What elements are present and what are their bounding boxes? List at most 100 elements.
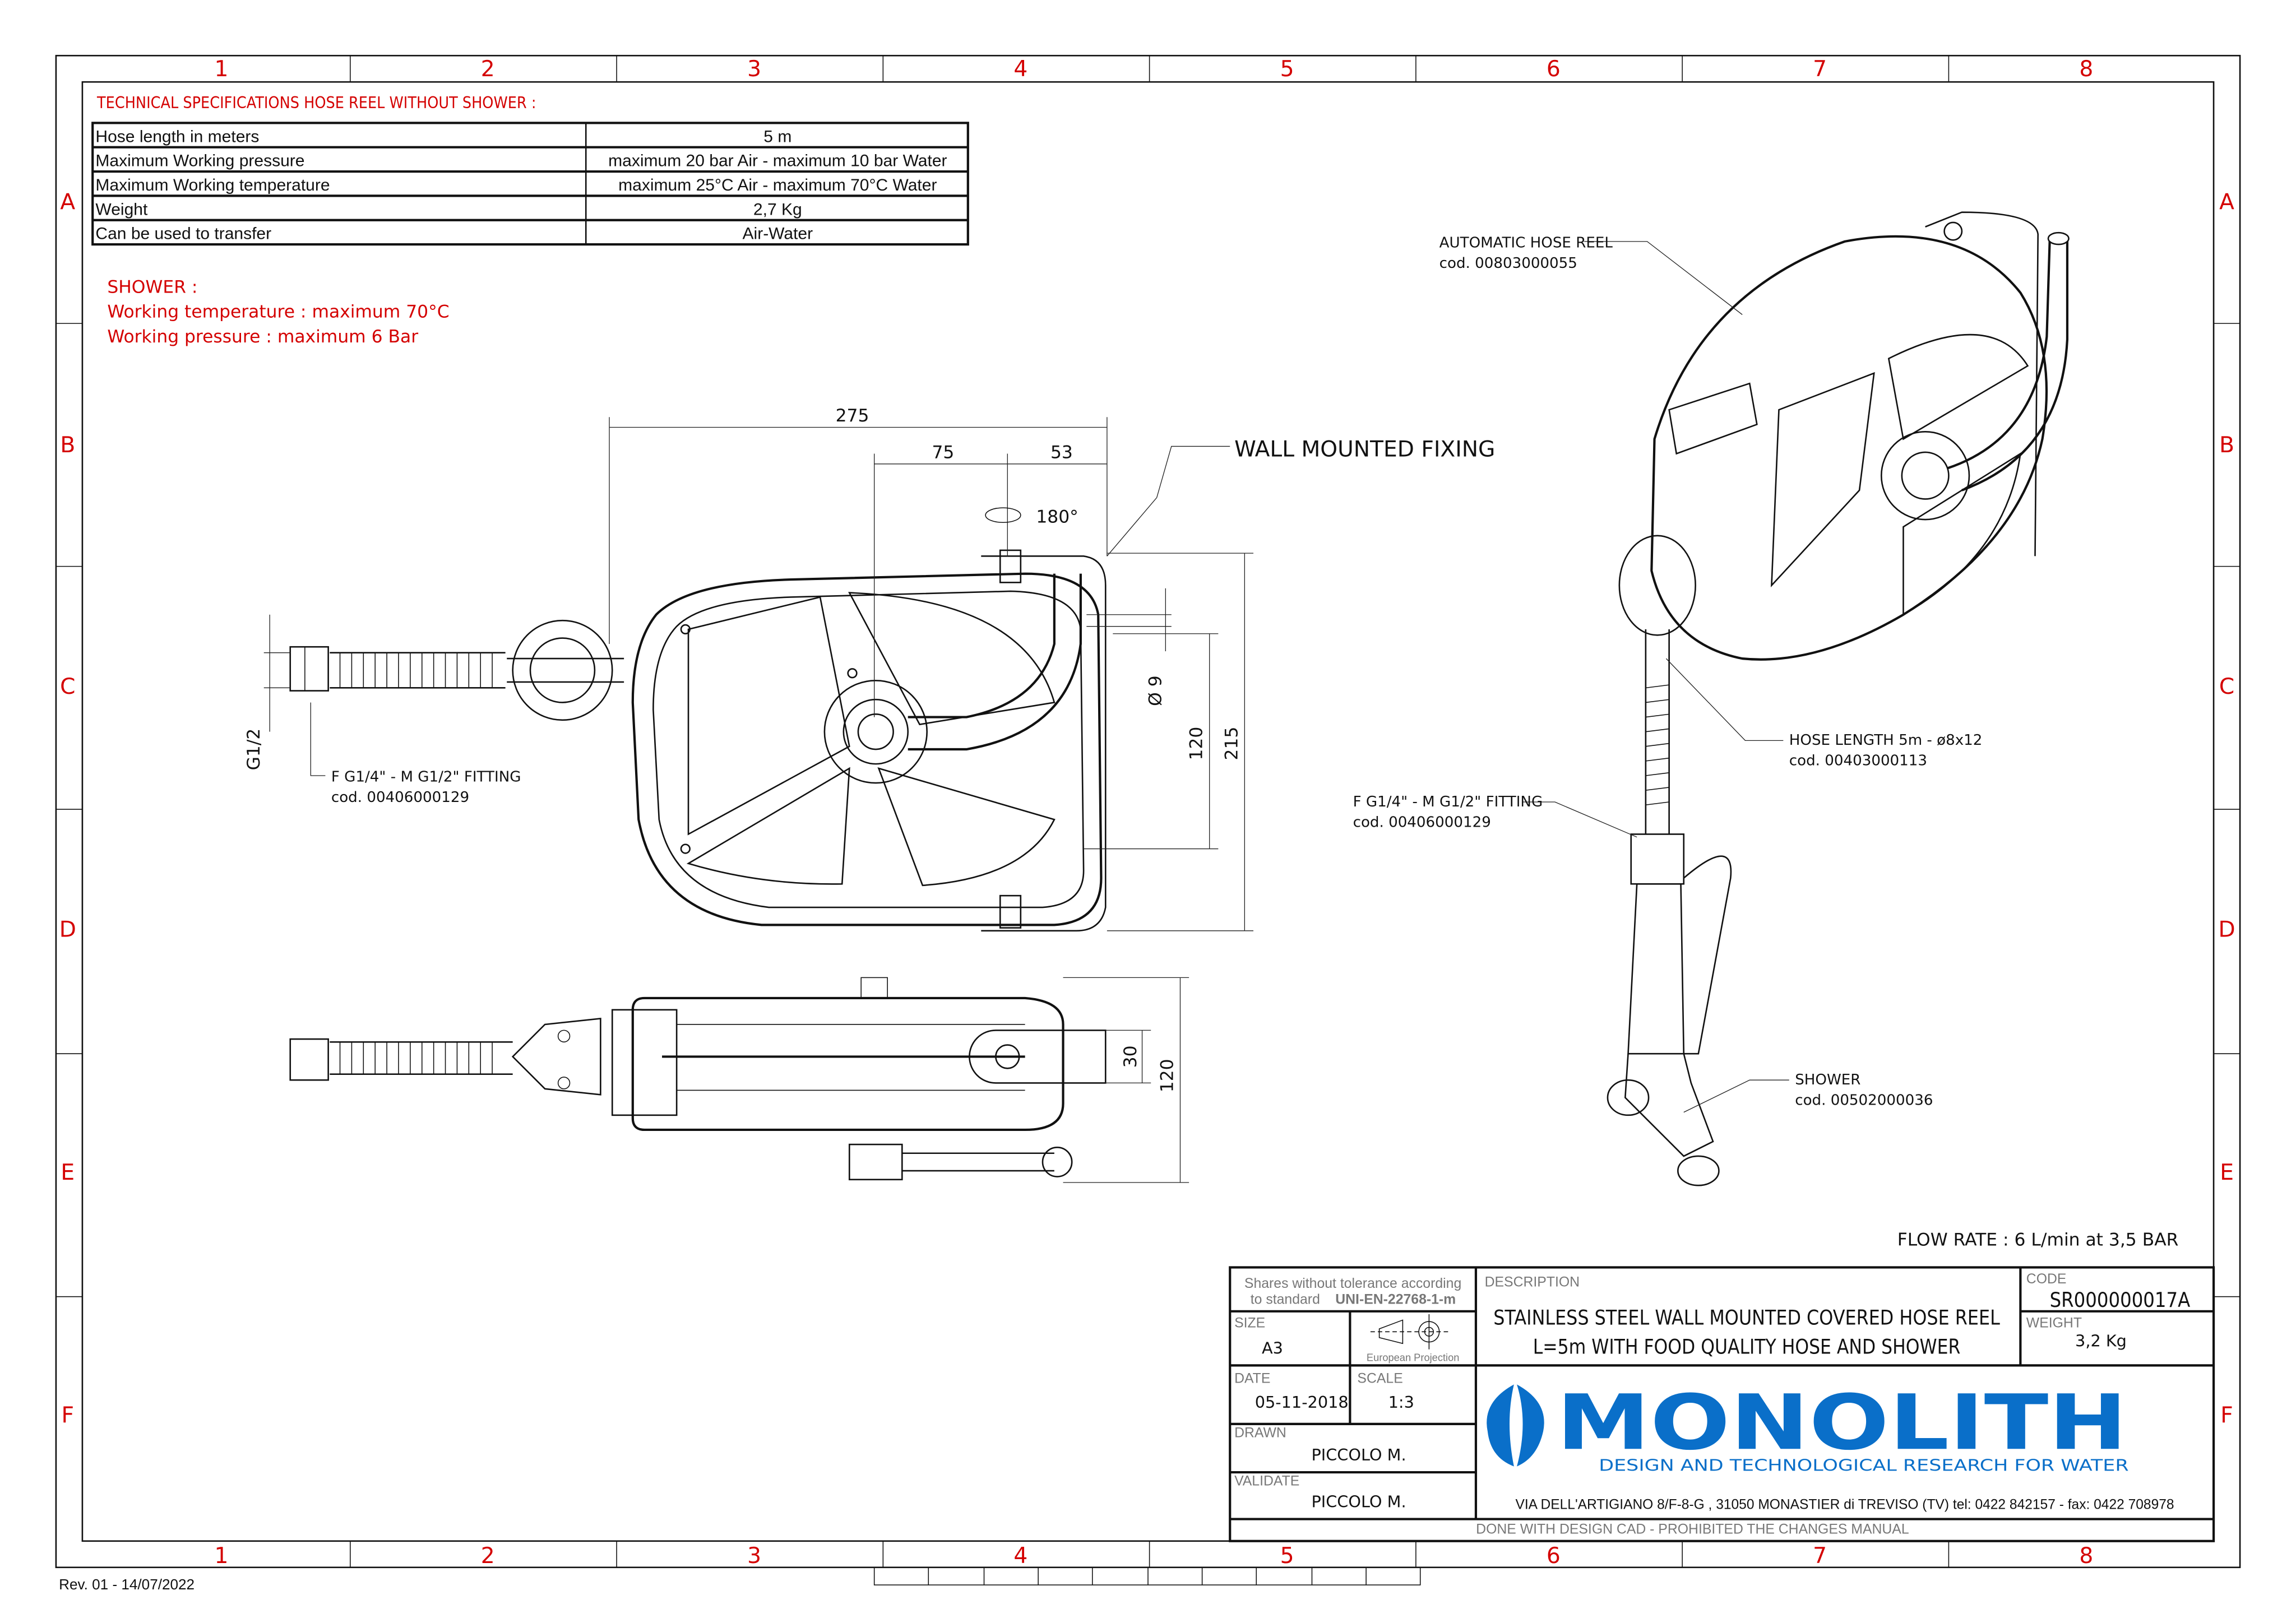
row-label: A <box>2219 189 2234 215</box>
row-label: B <box>2219 433 2234 458</box>
column-label: 6 <box>1547 57 1561 82</box>
hose-callout-name: HOSE LENGTH 5m - ø8x12 <box>1789 732 1983 749</box>
tolerance-standard: UNI-EN-22768-1-m <box>1335 1292 1456 1307</box>
shower-notes: SHOWER : Working temperature : maximum 7… <box>107 277 449 347</box>
row-label: A <box>60 189 75 215</box>
row-label: E <box>2220 1160 2234 1185</box>
drawn-value: PICCOLO M. <box>1311 1445 1406 1464</box>
dim-120: 120 <box>1187 727 1207 761</box>
row-label: D <box>2218 917 2235 942</box>
row-label: E <box>61 1160 75 1185</box>
validate-value: PICCOLO M. <box>1311 1492 1406 1511</box>
spec-value: maximum 20 bar Air - maximum 10 bar Wate… <box>608 152 947 170</box>
validate-label: VALIDATE <box>1234 1474 1299 1489</box>
dim-30: 30 <box>1121 1045 1141 1068</box>
shower-temperature: Working temperature : maximum 70°C <box>107 302 449 322</box>
reel-callout-code: cod. 00803000055 <box>1439 255 1577 272</box>
column-label: 7 <box>1813 57 1827 82</box>
scale-label: SCALE <box>1357 1371 1402 1386</box>
row-label: B <box>60 433 75 458</box>
date-label: DATE <box>1234 1371 1270 1386</box>
column-label: 3 <box>747 57 761 82</box>
spec-value: maximum 25°C Air - maximum 70°C Water <box>618 176 937 194</box>
drawn-label: DRAWN <box>1234 1425 1286 1440</box>
spec-table: Hose length in meters Maximum Working pr… <box>91 122 969 246</box>
shower-callout-name: SHOWER <box>1795 1072 1860 1088</box>
spec-value: 2,7 Kg <box>753 200 802 219</box>
drawing-frame: 1 2 3 4 5 6 7 8 1 2 3 4 5 6 7 8 A B C D … <box>55 54 2241 1593</box>
hose-callout-code: cod. 00403000113 <box>1789 753 1927 769</box>
column-label: 2 <box>481 57 495 82</box>
spec-label: Maximum Working pressure <box>95 152 304 170</box>
wall-fixing-label: WALL MOUNTED FIXING <box>1234 437 1495 462</box>
fitting-iso-callout-name: F G1/4" - M G1/2" FITTING <box>1353 794 1543 810</box>
shower-title: SHOWER : <box>107 277 197 297</box>
scale-ruler <box>873 1566 1421 1585</box>
spec-label: Maximum Working temperature <box>95 176 330 194</box>
column-label: 1 <box>215 57 229 82</box>
front-view: 275 75 53 180° 215 120 Ø 9 G1/2 WALL MOU… <box>244 406 1495 932</box>
description-line-1: STAINLESS STEEL WALL MOUNTED COVERED HOS… <box>1493 1305 2000 1329</box>
size-label: SIZE <box>1234 1316 1265 1331</box>
title-block: Shares without tolerance according to st… <box>1229 1266 2215 1542</box>
spec-label: Hose length in meters <box>95 127 259 146</box>
dim-215: 215 <box>1221 727 1242 761</box>
row-label: C <box>60 674 75 699</box>
description-line-2: L=5m WITH FOOD QUALITY HOSE AND SHOWER <box>1533 1335 1961 1359</box>
weight-value: 3,2 Kg <box>2075 1331 2127 1350</box>
side-view: 30 120 <box>289 977 1189 1183</box>
row-label: F <box>2220 1403 2233 1428</box>
product-code: SR000000017A <box>2050 1288 2191 1312</box>
row-label: D <box>59 917 76 942</box>
water-drop-icon <box>1487 1384 1544 1467</box>
shower-pressure: Working pressure : maximum 6 Bar <box>107 327 418 347</box>
dim-53: 53 <box>1050 442 1073 462</box>
column-label: 4 <box>1013 57 1027 82</box>
spec-title: TECHNICAL SPECIFICATIONS HOSE REEL WITHO… <box>96 93 536 112</box>
flow-rate-note: FLOW RATE : 6 L/min at 3,5 BAR <box>1897 1230 2179 1250</box>
spec-value: 5 m <box>763 127 791 146</box>
projection-label: European Projection <box>1367 1352 1460 1364</box>
spec-label: Can be used to transfer <box>95 225 271 243</box>
reel-callout-name: AUTOMATIC HOSE REEL <box>1439 234 1613 251</box>
column-label: 5 <box>1280 57 1294 82</box>
spec-section: TECHNICAL SPECIFICATIONS HOSE REEL WITHO… <box>91 93 969 347</box>
isometric-view: AUTOMATIC HOSE REEL cod. 00803000055 HOS… <box>1353 211 2179 1250</box>
column-label: 2 <box>481 1543 495 1569</box>
dim-275: 275 <box>836 406 869 426</box>
company-address: VIA DELL'ARTIGIANO 8/F-8-G , 31050 MONAS… <box>1515 1497 2174 1512</box>
description-label: DESCRIPTION <box>1485 1274 1580 1290</box>
column-label: 5 <box>1280 1543 1294 1569</box>
rotation-arrow-icon <box>985 507 1021 523</box>
shower-callout-code: cod. 00502000036 <box>1795 1092 1933 1109</box>
scale-value: 1:3 <box>1388 1393 1414 1412</box>
european-projection-icon <box>1370 1314 1450 1350</box>
column-label: 7 <box>1813 1543 1827 1569</box>
row-label: C <box>2219 674 2234 699</box>
column-label: 8 <box>2079 1543 2093 1569</box>
revision-note: Rev. 01 - 14/07/2022 <box>59 1576 195 1593</box>
dim-thread: G1/2 <box>244 729 264 771</box>
fitting-callout-name: F G1/4" - M G1/2" FITTING <box>331 768 521 785</box>
footer-note: DONE WITH DESIGN CAD - PROHIBITED THE CH… <box>1476 1522 1909 1537</box>
fitting-callout-code: cod. 00406000129 <box>331 789 469 806</box>
dim-rotation: 180° <box>1036 507 1078 527</box>
column-label: 1 <box>215 1543 229 1569</box>
dim-75: 75 <box>932 442 954 462</box>
size-value: A3 <box>1262 1339 1283 1358</box>
date-value: 05-11-2018 <box>1255 1393 1349 1412</box>
tolerance-note: to standard <box>1251 1292 1320 1307</box>
row-label: F <box>62 1403 75 1428</box>
monolith-logo: MONOLITH DESIGN AND TECHNOLOGICAL RESEAR… <box>1487 1379 2129 1474</box>
spec-value: Air-Water <box>743 225 813 243</box>
weight-label: WEIGHT <box>2026 1316 2082 1331</box>
column-label: 3 <box>747 1543 761 1569</box>
column-label: 6 <box>1547 1543 1561 1569</box>
column-label: 4 <box>1013 1543 1027 1569</box>
spec-label: Weight <box>95 200 148 219</box>
fitting-iso-callout-code: cod. 00406000129 <box>1353 814 1491 831</box>
code-label: CODE <box>2026 1272 2067 1287</box>
dim-hole-diameter: Ø 9 <box>1146 675 1166 706</box>
logo-tagline: DESIGN AND TECHNOLOGICAL RESEARCH FOR WA… <box>1599 1455 2128 1474</box>
